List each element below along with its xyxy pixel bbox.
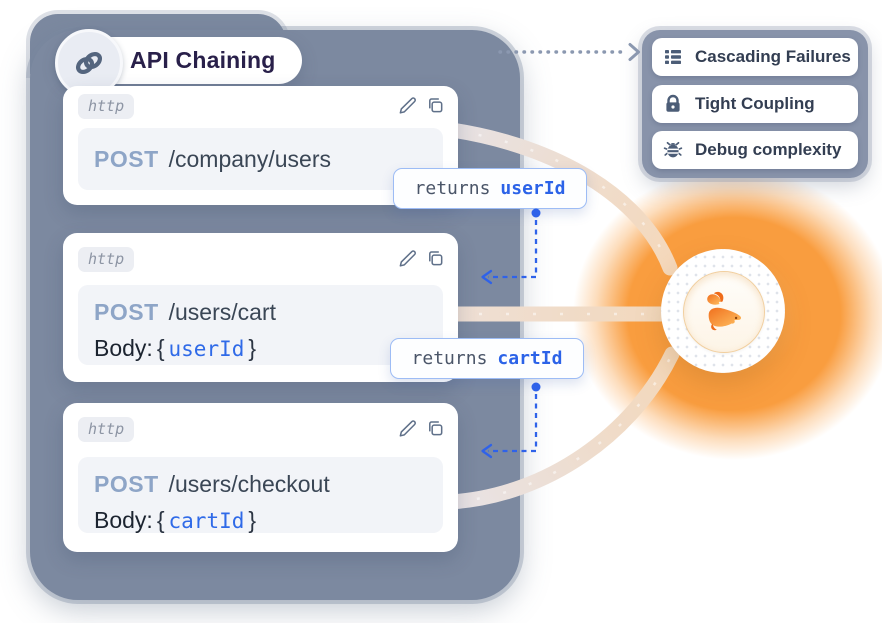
risk-label: Cascading Failures (695, 47, 851, 66)
close-brace: } (248, 335, 257, 361)
card-header: http (63, 233, 458, 277)
request-path: /company/users (168, 146, 331, 172)
request-card-users-checkout: http POST/users/checkout Body:{cartId} (63, 403, 458, 552)
request-box: POST/users/checkout Body:{cartId} (78, 457, 443, 533)
request-box: POST/users/cart Body:{userId} (78, 285, 443, 365)
chain-link-icon (75, 51, 103, 75)
body-label: Body: (94, 335, 153, 361)
request-line: POST/company/users (94, 141, 331, 177)
returns-prefix: returns (411, 348, 488, 369)
lang-tag: http (78, 417, 135, 442)
list-icon (662, 46, 684, 68)
open-brace: { (156, 507, 165, 533)
body-label: Body: (94, 507, 153, 533)
risk-label: Debug complexity (695, 140, 842, 159)
returns-cartid-callout: returns cartId (390, 338, 584, 379)
request-line: POST/users/cart (94, 294, 427, 330)
lang-tag: http (78, 94, 135, 119)
body-variable: cartId (168, 509, 245, 533)
edit-icon[interactable] (398, 96, 417, 115)
request-card-company-users: http POST/company/users (63, 86, 458, 205)
request-body-line: Body:{cartId} (94, 502, 427, 539)
card-header: http (63, 403, 458, 447)
http-method: POST (94, 471, 159, 497)
request-line: POST/users/checkout (94, 466, 427, 502)
bug-icon (662, 139, 684, 161)
risk-item-debug-complexity: Debug complexity (652, 131, 858, 169)
risk-item-cascading-failures: Cascading Failures (652, 38, 858, 76)
risk-label: Tight Coupling (695, 94, 815, 113)
risk-panel: Cascading Failures Tight Coupling (642, 30, 868, 178)
copy-icon[interactable] (426, 419, 445, 438)
http-method: POST (94, 299, 159, 325)
hub-circle (661, 249, 785, 373)
close-brace: } (248, 507, 257, 533)
copy-icon[interactable] (426, 249, 445, 268)
risk-item-tight-coupling: Tight Coupling (652, 85, 858, 123)
returns-prefix: returns (414, 178, 491, 199)
request-body-line: Body:{userId} (94, 330, 427, 367)
title-badge-circle (55, 29, 123, 97)
lock-icon (662, 93, 684, 115)
returns-value: userId (500, 178, 566, 199)
request-path: /users/checkout (168, 471, 330, 497)
edit-icon[interactable] (398, 419, 417, 438)
returns-value: cartId (497, 348, 563, 369)
title-badge: API Chaining (55, 29, 302, 97)
returns-userid-callout: returns userId (393, 168, 587, 209)
title-badge-label: API Chaining (130, 47, 276, 73)
lang-tag: http (78, 247, 135, 272)
copy-icon[interactable] (426, 96, 445, 115)
arrow-badge-to-risk-panel (498, 43, 640, 61)
body-variable: userId (168, 337, 245, 361)
card-header: http (63, 86, 458, 130)
request-box: POST/company/users (78, 128, 443, 190)
rabbit-logo-icon (707, 291, 742, 331)
hub-inner-ring (683, 271, 765, 353)
http-method: POST (94, 146, 159, 172)
request-path: /users/cart (168, 299, 276, 325)
open-brace: { (156, 335, 165, 361)
edit-icon[interactable] (398, 249, 417, 268)
